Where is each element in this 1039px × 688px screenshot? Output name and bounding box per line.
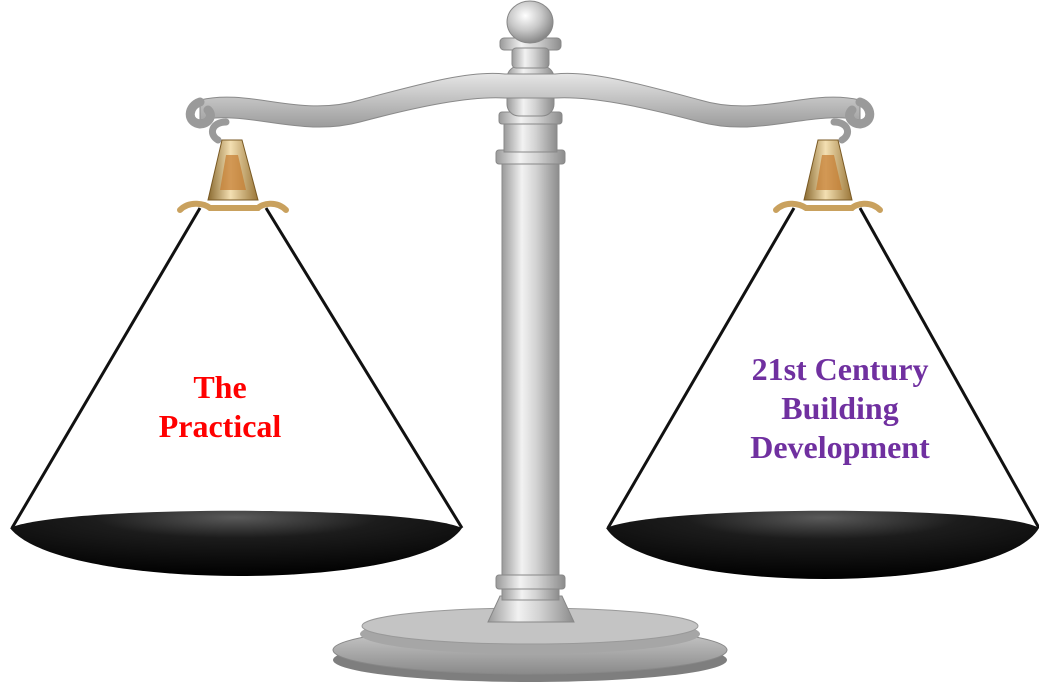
scale-base xyxy=(332,595,728,682)
right-label-line-1: 21st Century xyxy=(751,351,929,387)
left-label-line-2: Practical xyxy=(158,408,282,445)
right-hanger xyxy=(773,139,883,213)
right-pan xyxy=(606,207,1039,579)
left-pan-label: The Practical xyxy=(110,368,330,446)
right-label-line-2: Building xyxy=(781,390,899,427)
right-label-line-3: Development xyxy=(750,429,930,466)
scale-beam xyxy=(185,72,875,144)
left-pan xyxy=(10,207,464,576)
right-pan-label: 21st Century Building Development xyxy=(690,350,990,467)
left-label-line-1: The xyxy=(193,369,247,405)
scale-column xyxy=(495,0,566,601)
left-hanger xyxy=(177,139,289,213)
